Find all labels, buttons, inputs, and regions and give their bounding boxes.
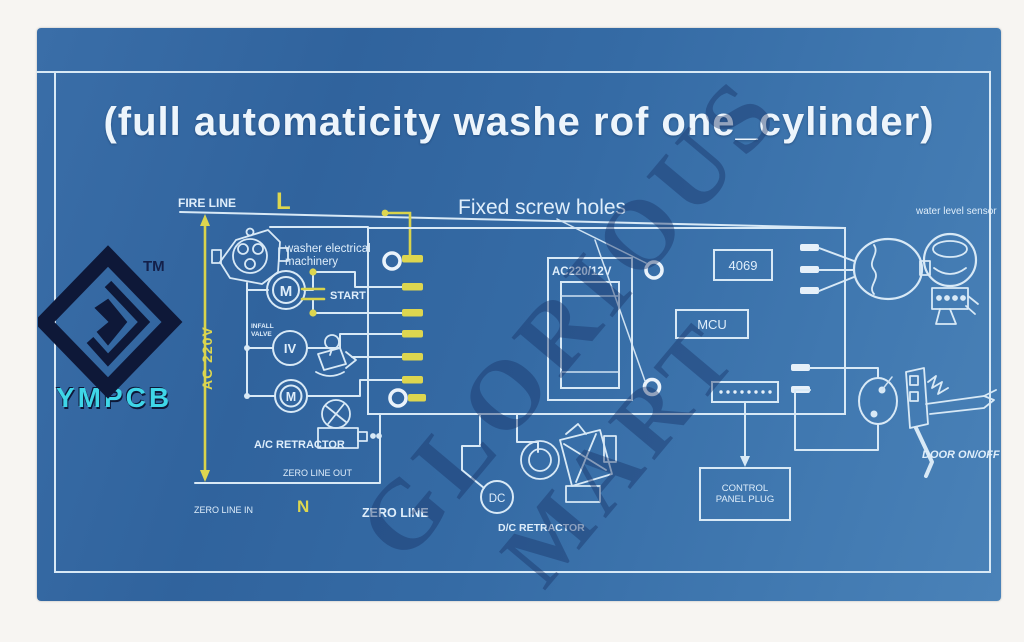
dc-retractor-icon: [520, 423, 617, 503]
live-label: L: [276, 188, 291, 215]
machinery-label-2: machinery: [285, 256, 338, 268]
dc-motor-label: DC: [489, 493, 506, 505]
infall-label-1: INFALL: [251, 323, 274, 330]
screw-hole: [388, 388, 408, 408]
fire-line-wire: [179, 209, 846, 257]
plug-wire: [740, 401, 750, 467]
pressure-switch-icon: [852, 237, 931, 301]
neutral-label: N: [297, 497, 309, 516]
zero-line-in-label: ZERO LINE IN: [194, 505, 253, 515]
plug-label-2: PANEL PLUG: [716, 494, 775, 505]
valve-icon: [315, 334, 357, 377]
ac-retractor-icon: [317, 399, 382, 449]
transformer-label: AC220/12V: [552, 266, 612, 278]
brand-logo: TM YMPCB: [38, 240, 188, 430]
dc-motor: DC: [480, 480, 514, 514]
zero-line-out-label: ZERO LINE OUT: [283, 468, 353, 478]
chip-label: 4069: [729, 258, 758, 273]
door-switch-label: DOOR ON/OFF: [922, 449, 1000, 461]
transformer: AC220/12V: [547, 257, 633, 401]
inner-border: [54, 71, 991, 573]
chip-4069: 4069: [713, 249, 773, 281]
water-level-sensor-icon: [922, 232, 979, 325]
diamond-mark: [38, 245, 183, 399]
infall-valve: IV: [272, 330, 308, 366]
screw-hole: [644, 260, 664, 280]
dc-retractor-label: D/C RETRACTOR: [498, 522, 585, 534]
door-switch-wires: [794, 367, 879, 451]
ac-retractor-label: A/C RETRACTOR: [254, 439, 345, 451]
start-motor-label: M: [280, 283, 293, 300]
machinery-label-1: washer electrical: [284, 243, 371, 255]
left-terminal-pads: [402, 255, 426, 402]
diagram-title: (full automaticity washe rof one_cylinde…: [103, 100, 935, 144]
blueprint-panel: [37, 28, 1001, 601]
logo-diamond-icon: [38, 245, 183, 399]
fixed-screw-holes-label: Fixed screw holes: [458, 196, 626, 219]
component-bus: [244, 226, 403, 399]
control-panel-plug: CONTROL PANEL PLUG: [699, 467, 791, 521]
sensor-wires: [818, 247, 855, 292]
infall-label-2: VALVE: [251, 331, 272, 338]
trademark-label: TM: [143, 258, 165, 275]
zero-line-label: ZERO LINE: [362, 506, 429, 520]
drain-motor-label: M: [286, 390, 296, 404]
fire-line-label: FIRE LINE: [178, 196, 236, 210]
screw-hole: [382, 251, 402, 271]
infall-valve-symbol: IV: [284, 341, 297, 356]
plug-label-1: CONTROL: [722, 483, 768, 494]
door-switch: [858, 376, 898, 425]
pin-connector: [711, 381, 779, 403]
water-level-sensor-label: water level sensor: [915, 206, 997, 217]
right-terminal-pads: [791, 244, 819, 393]
start-capacitor-label: START: [330, 290, 366, 302]
washer-machinery-icon: [211, 227, 289, 285]
mcu-label: MCU: [697, 317, 727, 332]
dc-branch-wires: [461, 413, 539, 489]
door-lock-icon: [905, 367, 997, 478]
start-capacitor: [300, 268, 326, 317]
drain-motor: M: [274, 379, 308, 413]
ac220v-line: [200, 214, 210, 482]
ac-voltage-label: AC 220V: [199, 326, 215, 390]
screw-hole: [642, 377, 662, 397]
mcu-chip: MCU: [675, 309, 749, 339]
pcb-board: AC220/12V 4069 MCU: [367, 218, 846, 415]
start-motor: M: [266, 270, 306, 310]
